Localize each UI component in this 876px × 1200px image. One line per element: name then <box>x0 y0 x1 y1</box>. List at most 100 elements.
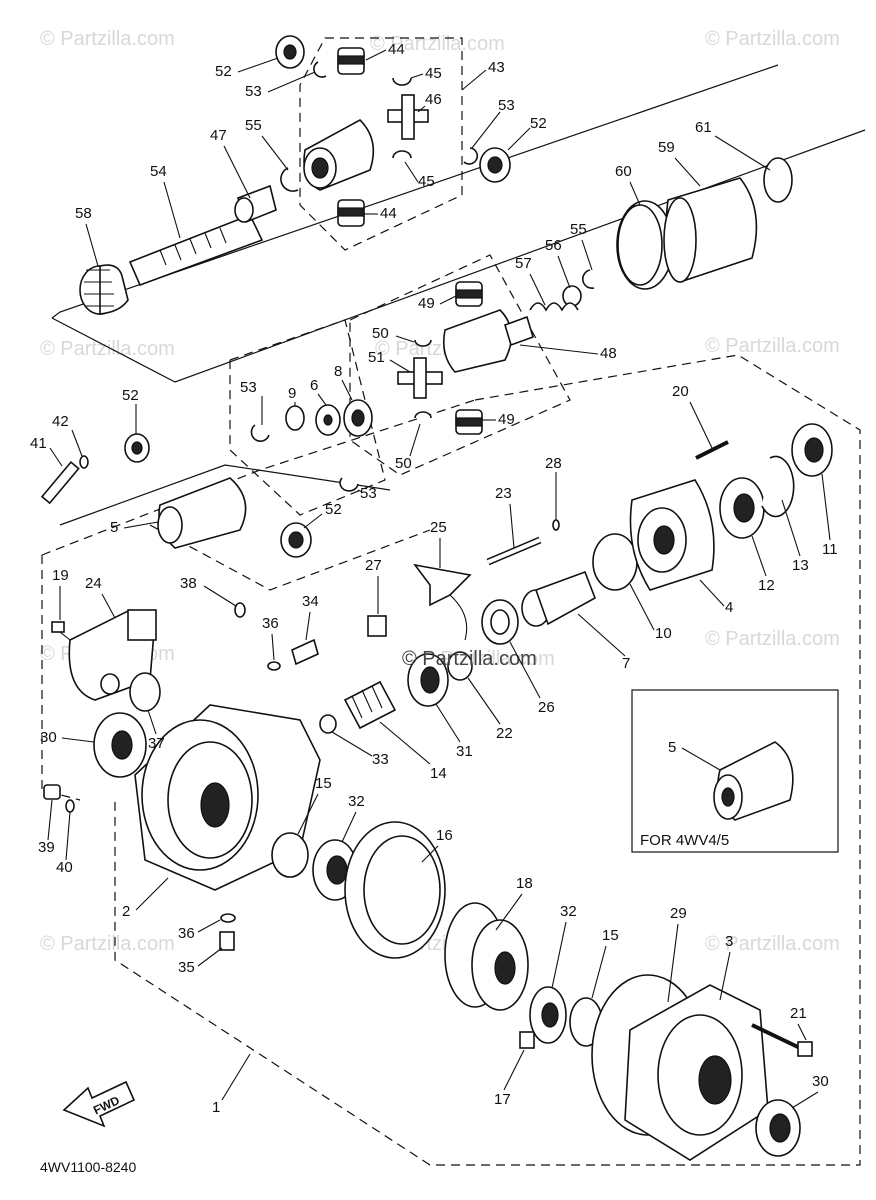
callout-51: 51 <box>368 349 411 373</box>
callout-58: 58 <box>75 205 99 267</box>
callout-41: 41 <box>30 435 63 467</box>
callout-number: 55 <box>245 117 262 134</box>
callout-number: 9 <box>288 385 296 402</box>
assembly-outlines <box>41 37 866 1166</box>
callout-50a: 50 <box>372 325 415 343</box>
callout-52d: 52 <box>303 501 342 529</box>
callout-14: 14 <box>379 721 447 782</box>
callout-9: 9 <box>288 385 296 406</box>
inset-coupler-5: 5 FOR 4WV4/5 <box>640 739 794 849</box>
callout-7: 7 <box>577 613 630 672</box>
callout-number: 49 <box>418 295 435 312</box>
callout-number: 49 <box>498 411 515 428</box>
callout-30b: 30 <box>791 1073 829 1109</box>
callout-number: 50 <box>372 325 389 342</box>
callout-8: 8 <box>334 363 353 401</box>
callout-15a: 15 <box>297 775 332 835</box>
callout-number: 42 <box>52 413 69 430</box>
callout-10: 10 <box>629 583 672 642</box>
callout-16: 16 <box>421 827 453 863</box>
callout-30a: 30 <box>40 729 95 746</box>
callout-number: 40 <box>56 859 73 876</box>
callout-number: 36 <box>262 615 279 632</box>
callout-34: 34 <box>302 593 319 641</box>
callout-number: 21 <box>790 1005 807 1022</box>
callout-21: 21 <box>790 1005 807 1041</box>
callout-number: 32 <box>560 903 577 920</box>
callout-23: 23 <box>495 485 515 549</box>
callout-number: 39 <box>38 839 55 856</box>
callout-29: 29 <box>667 905 687 1003</box>
callout-number: 15 <box>602 927 619 944</box>
callout-number: 60 <box>615 163 632 180</box>
callout-31: 31 <box>435 703 473 760</box>
callout-number: 33 <box>372 751 389 768</box>
universal-joint-3 <box>40 433 312 558</box>
callout-32a: 32 <box>341 793 365 843</box>
callout-35: 35 <box>178 947 223 976</box>
callout-number: 43 <box>488 59 505 76</box>
callout-number: 51 <box>368 349 385 366</box>
callout-number: 2 <box>122 903 130 920</box>
callout-number: 44 <box>380 205 397 222</box>
callouts: 52 53 44 45 43 46 53 52 47 55 54 58 45 4… <box>30 41 838 1116</box>
callout-44b: 44 <box>364 205 397 222</box>
callout-number: 54 <box>150 163 167 180</box>
callout-number: 24 <box>85 575 102 592</box>
diagram-code: 4WV1100-8240 <box>40 1159 136 1175</box>
callout-28: 28 <box>545 455 562 520</box>
callout-42: 42 <box>52 413 83 457</box>
callout-43: 43 <box>461 59 505 91</box>
callout-3: 3 <box>719 933 733 1001</box>
callout-33: 33 <box>331 731 389 768</box>
watermark: © Partzilla.com <box>40 338 175 360</box>
center-logo: © Partzilla.com <box>402 648 537 670</box>
fwd-arrow-icon: FWD <box>62 1080 136 1128</box>
callout-27: 27 <box>365 557 382 614</box>
callout-number: 23 <box>495 485 512 502</box>
callout-number: 44 <box>388 41 405 58</box>
callout-15b: 15 <box>591 927 619 999</box>
callout-55a: 55 <box>245 117 289 171</box>
callout-55b: 55 <box>570 221 593 271</box>
callout-number: 55 <box>570 221 587 238</box>
callout-49a: 49 <box>418 295 457 312</box>
callout-number: 14 <box>430 765 447 782</box>
watermark: © Partzilla.com <box>705 335 840 357</box>
callout-47: 47 <box>210 127 251 199</box>
callout-52a: 52 <box>215 57 279 80</box>
callout-22: 22 <box>467 677 513 742</box>
callout-number: 5 <box>110 519 118 536</box>
callout-number: 52 <box>325 501 342 518</box>
callout-59: 59 <box>658 139 701 187</box>
callout-number: 12 <box>758 577 775 594</box>
callout-19: 19 <box>52 567 69 620</box>
callout-number: 53 <box>498 97 515 114</box>
callout-40: 40 <box>56 811 73 876</box>
watermark: © Partzilla.com <box>40 28 175 50</box>
callout-4: 4 <box>699 579 733 616</box>
watermark: © Partzilla.com <box>40 933 175 955</box>
callout-36a: 36 <box>262 615 279 661</box>
callout-49b: 49 <box>482 411 515 428</box>
callout-52b: 52 <box>507 115 547 151</box>
inset-callout: 5 <box>668 739 676 756</box>
callout-number: 11 <box>822 541 838 558</box>
callout-number: 19 <box>52 567 69 584</box>
callout-number: 45 <box>418 173 435 190</box>
callout-1: 1 <box>212 1053 251 1116</box>
callout-number: 58 <box>75 205 92 222</box>
callout-number: 28 <box>545 455 562 472</box>
callout-38: 38 <box>180 575 237 607</box>
watermark: © Partzilla.com <box>705 28 840 50</box>
callout-number: 8 <box>334 363 342 380</box>
callout-5: 5 <box>110 519 159 536</box>
callout-number: 30 <box>40 729 57 746</box>
callout-36b: 36 <box>178 919 221 942</box>
callout-number: 52 <box>530 115 547 132</box>
callout-53d: 53 <box>357 485 377 502</box>
callout-52c: 52 <box>122 387 139 434</box>
drive-shaft <box>79 35 793 315</box>
callout-number: 52 <box>122 387 139 404</box>
callout-number: 25 <box>430 519 447 536</box>
